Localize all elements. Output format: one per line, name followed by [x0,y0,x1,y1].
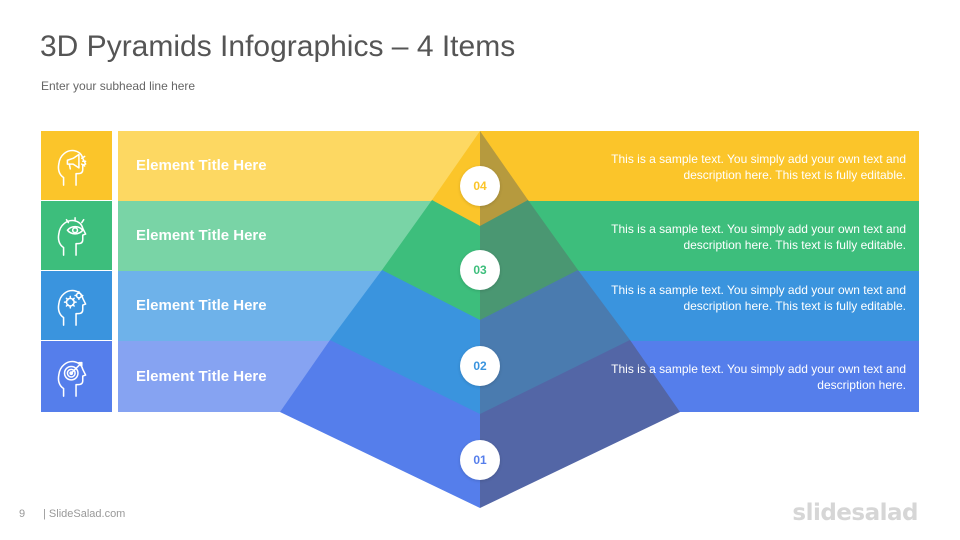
element-description-03: This is a sample text. You simply add yo… [611,222,906,252]
number-badge-02: 02 [460,346,500,386]
pyramid-level-02-left-face [330,270,480,414]
icon-box-02 [41,271,112,340]
footer-site-link[interactable]: | SlideSalad.com [43,508,126,520]
megaphone-head-icon [57,149,86,186]
icon-box-01 [41,341,112,412]
number-badge-04: 04 [460,166,500,206]
icon-box-04 [41,131,112,200]
pyramid-level-04-right-face [480,131,528,226]
pyramid-level-03-right-face [480,200,578,320]
number-badge-01: 01 [460,440,500,480]
icon-box-03 [41,201,112,270]
eye-head-icon [57,216,86,256]
gears-head-icon [57,289,86,326]
element-description-04: This is a sample text. You simply add yo… [611,152,906,182]
pyramid-level-02-right-face [480,270,630,414]
element-title-02: Element Title Here [136,297,267,314]
element-title-03: Element Title Here [136,227,267,244]
element-title-01: Element Title Here [136,368,267,385]
page-title: 3D Pyramids Infographics – 4 Items [40,30,516,63]
element-description-01: This is a sample text. You simply add yo… [611,362,906,392]
number-badge-03: 03 [460,250,500,290]
page-subhead: Enter your subhead line here [41,79,196,93]
page-number: 9 [19,508,26,520]
pyramid-level-03-left-face [382,200,480,320]
target-head-icon [57,360,86,397]
element-title-04: Element Title Here [136,157,267,174]
brand-logo: slidesalad [792,500,918,526]
element-description-02: This is a sample text. You simply add yo… [611,283,906,313]
